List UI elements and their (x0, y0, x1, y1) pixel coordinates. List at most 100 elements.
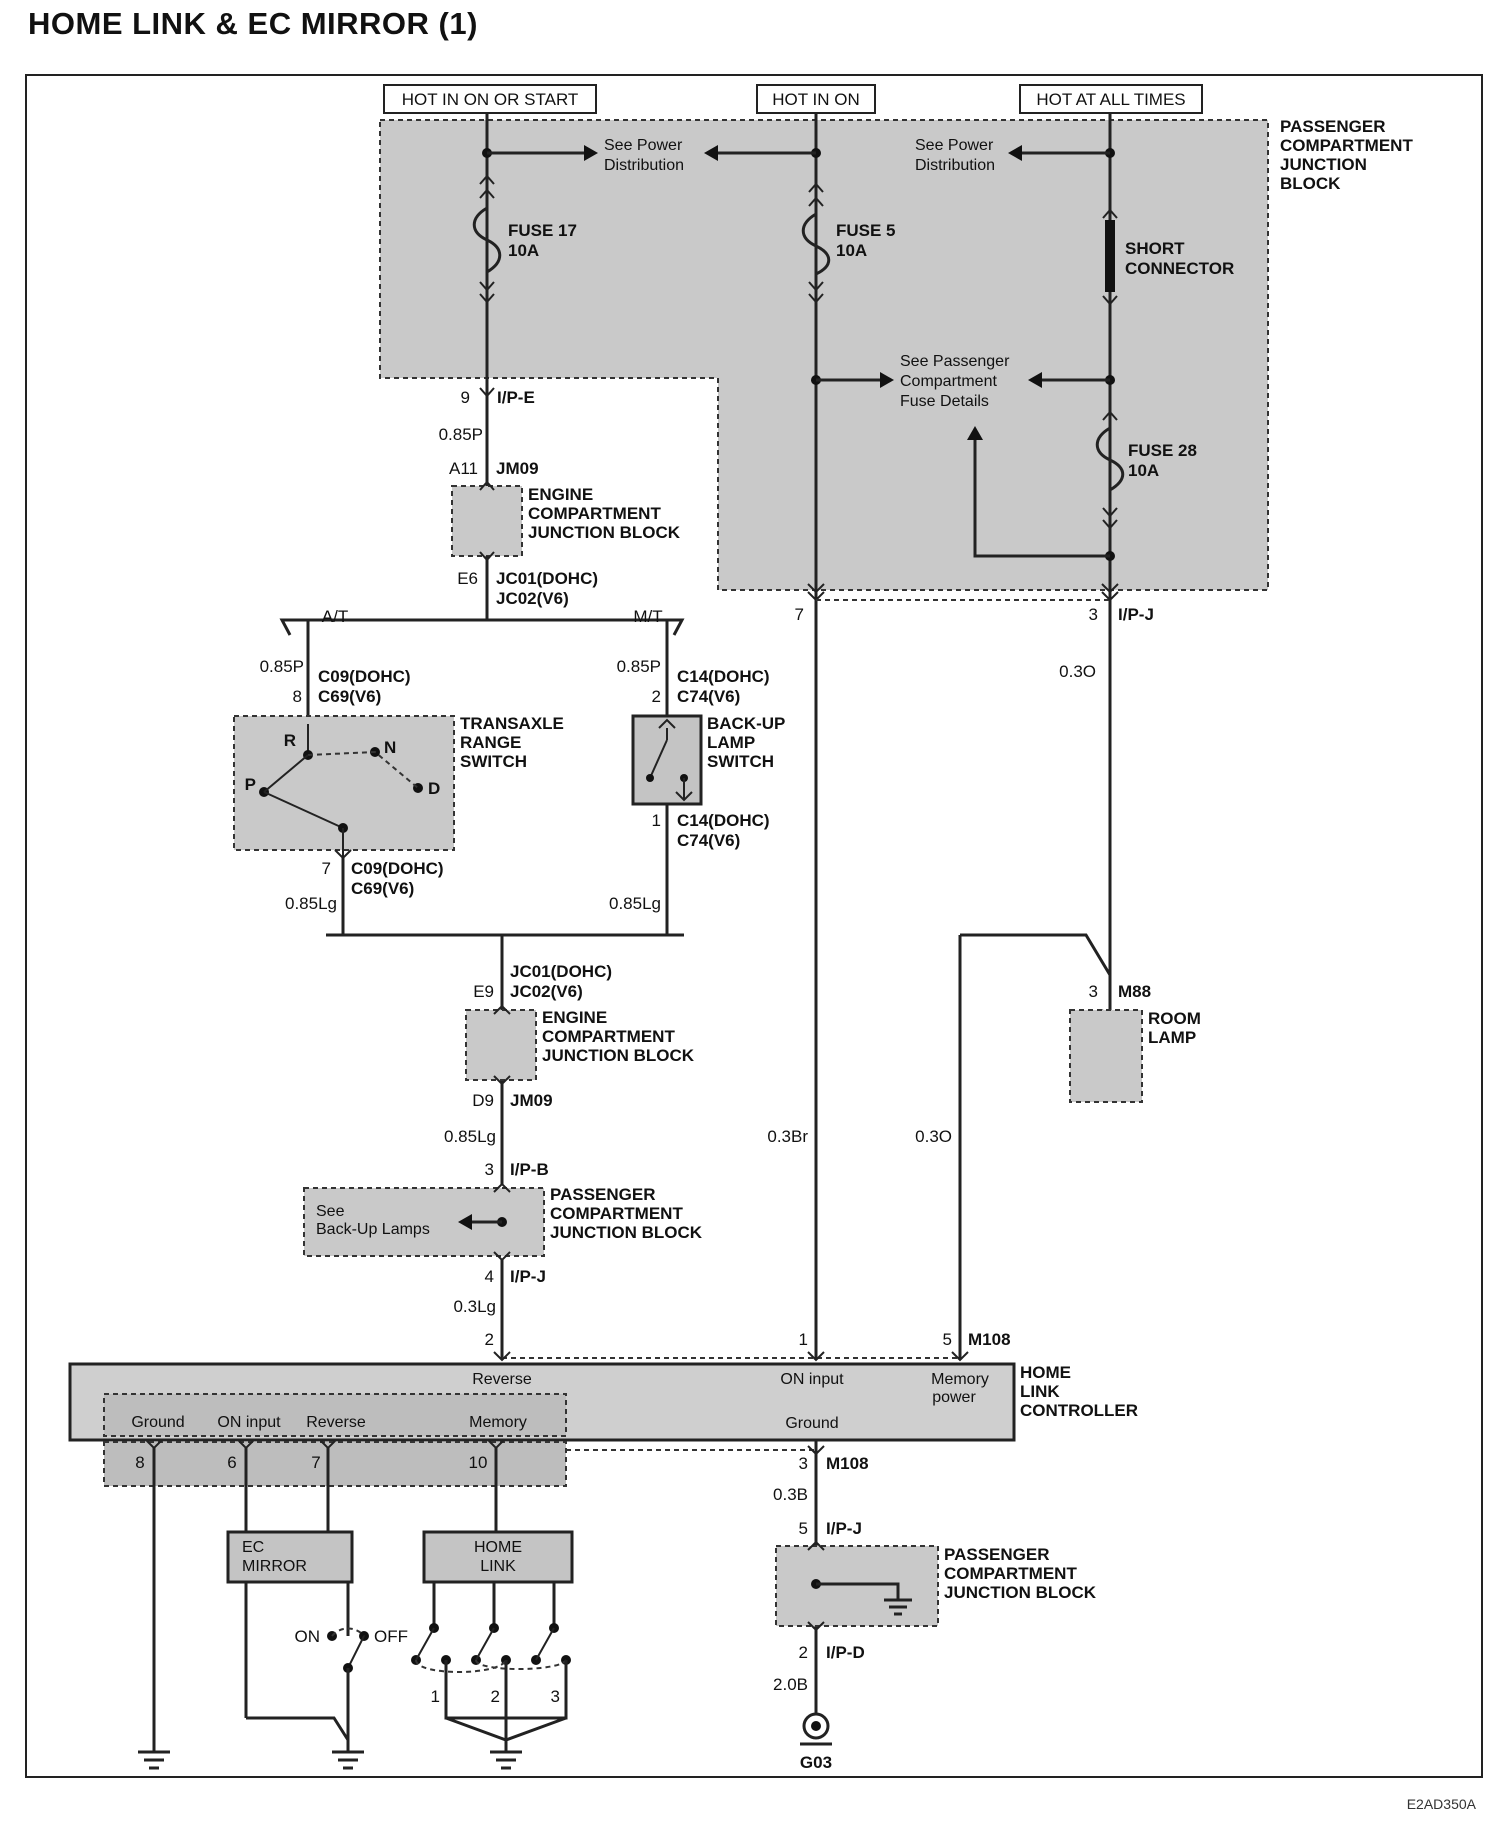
pin-6-ctrl: 6 (227, 1453, 236, 1472)
g03-ground-center (811, 1721, 821, 1731)
controller-pin5-arrow (951, 1351, 969, 1362)
controller-inner-block (103, 1393, 567, 1437)
ec-on-label: ON (295, 1627, 321, 1646)
pcjb-bottom-connectors (807, 1540, 825, 1632)
home-link-switches (411, 1582, 571, 1752)
pin-3-always: 3 (1089, 605, 1098, 624)
room-lamp-label-2: LAMP (1148, 1028, 1196, 1047)
c69-bottom: C69(V6) (351, 879, 414, 898)
ip-e-arrow (479, 387, 495, 398)
short-connector-bottom (1102, 295, 1118, 306)
fuse28-symbol (1095, 426, 1125, 492)
see-fuse-details-2: Compartment (900, 373, 997, 390)
pin-3-m88: 3 (1089, 982, 1098, 1001)
jm09-bottom: JM09 (510, 1091, 553, 1110)
pcjb-bottom-label-2: COMPARTMENT (944, 1564, 1077, 1583)
engine-cjb-bottom-block (465, 1009, 537, 1081)
pin-10-ctrl: 10 (469, 1453, 488, 1472)
controller-label-1: HOME (1020, 1363, 1071, 1382)
m108-bottom-label: M108 (826, 1454, 869, 1473)
arrow-on-dist (704, 145, 718, 161)
pcjb-bottom-label-1: PASSENGER (944, 1545, 1050, 1564)
ctrl-term-on-input-left: ON input (217, 1414, 281, 1431)
fuse5-symbol (801, 212, 831, 276)
wire-085p-mt: 0.85P (617, 657, 661, 676)
hl-switch-1: 1 (431, 1687, 440, 1706)
diagram-frame (25, 74, 1483, 1778)
arrow-see-backup (458, 1214, 472, 1230)
pin-2-mt: 2 (652, 687, 661, 706)
wire-03lg: 0.3Lg (453, 1297, 496, 1316)
ip-j-top-label: I/P-J (1118, 605, 1154, 624)
pcjb-top-block (379, 119, 1269, 591)
transaxle-arm (263, 791, 344, 829)
wire-20b: 2.0B (773, 1675, 808, 1694)
arrow-always-fuse-details (1028, 372, 1042, 388)
m108-top-label: M108 (968, 1330, 1011, 1349)
hl-switch-2: 2 (491, 1687, 500, 1706)
c14-top: C14(DOHC) (677, 667, 770, 686)
transaxle-label-3: SWITCH (460, 752, 527, 771)
pcjb-mid-label-1: PASSENGER (550, 1185, 656, 1204)
ip-e-pin: 9 (461, 388, 470, 407)
fuse28-label: FUSE 28 (1128, 441, 1197, 460)
short-connector-bar (1105, 220, 1115, 292)
gear-r: R (284, 731, 296, 750)
backup-label-3: SWITCH (707, 752, 774, 771)
pin-8-at: 8 (293, 687, 302, 706)
see-power-dist-left-2: Distribution (604, 157, 684, 174)
backup-connector-bottom (675, 778, 693, 802)
pin-7-ctrl: 7 (311, 1453, 320, 1472)
ec-switch-arc (331, 1627, 365, 1637)
pcjb-top-label-2: COMPARTMENT (1280, 136, 1413, 155)
ec-mirror-label-1: EC (242, 1539, 264, 1556)
wire-03b: 0.3B (773, 1485, 808, 1504)
pcjb-bottom-block (775, 1545, 939, 1627)
ground-symbol-ec (332, 1750, 364, 1770)
gear-p: P (245, 775, 256, 794)
power-box-always (1019, 84, 1203, 114)
ctrl-term-ground: Ground (785, 1415, 838, 1432)
ec-mirror-label-2: MIRROR (242, 1558, 307, 1575)
engine-cjb-bottom-label-1: ENGINE (542, 1008, 607, 1027)
ground-symbol-homelink (490, 1750, 522, 1770)
always-column-connector (1101, 583, 1119, 602)
engine-cjb-top-label-1: ENGINE (528, 485, 593, 504)
see-backup-2: Back-Up Lamps (316, 1221, 430, 1238)
power-hot-in-on-or-start: HOT IN ON OR START (402, 90, 579, 109)
diagram-code: E2AD350A (1406, 1796, 1476, 1812)
ctrl-term-memory-1: Memory (931, 1371, 989, 1388)
c74-top: C74(V6) (677, 687, 740, 706)
see-fuse-details-1: See Passenger (900, 353, 1010, 370)
engine-cjb-top-block (451, 485, 523, 557)
pin-5-ctrl: 5 (943, 1330, 952, 1349)
short-connector-label-1: SHORT (1125, 239, 1185, 258)
ground-symbol-pcjb (884, 1598, 912, 1616)
ec-mirror-box (226, 1530, 354, 1584)
home-link-label-1: HOME (474, 1539, 522, 1556)
backup-connector-top (658, 718, 676, 729)
wire-pcjb-bottom-ground (816, 1582, 900, 1600)
ctrl-term-ground-left: Ground (131, 1414, 184, 1431)
ip-d-label: I/P-D (826, 1643, 865, 1662)
controller-label-3: CONTROLLER (1020, 1401, 1138, 1420)
power-hot-in-on: HOT IN ON (772, 90, 860, 109)
pin-1-ctrl: 1 (799, 1330, 808, 1349)
controller-label-2: LINK (1020, 1382, 1060, 1401)
see-backup-1: See (316, 1203, 345, 1220)
d9-label: D9 (472, 1091, 494, 1110)
at-label: A/T (322, 607, 348, 626)
pin-3-ipb: 3 (485, 1160, 494, 1179)
room-lamp-block (1069, 1009, 1143, 1103)
backup-contact (649, 739, 668, 779)
pcjb-bottom-label-3: JUNCTION BLOCK (944, 1583, 1097, 1602)
short-connector-label-2: CONNECTOR (1125, 259, 1234, 278)
pin-3-ctrl: 3 (799, 1454, 808, 1473)
ip-j-mid-label: I/P-J (510, 1267, 546, 1286)
controller-pin1-arrow (807, 1351, 825, 1362)
wire-03o-right: 0.3O (1059, 662, 1096, 681)
fuse28-rating: 10A (1128, 461, 1159, 480)
jc02-top: JC02(V6) (496, 589, 569, 608)
ip-b-label: I/P-B (510, 1160, 549, 1179)
engine-cjb-bottom-label-3: JUNCTION BLOCK (542, 1046, 695, 1065)
